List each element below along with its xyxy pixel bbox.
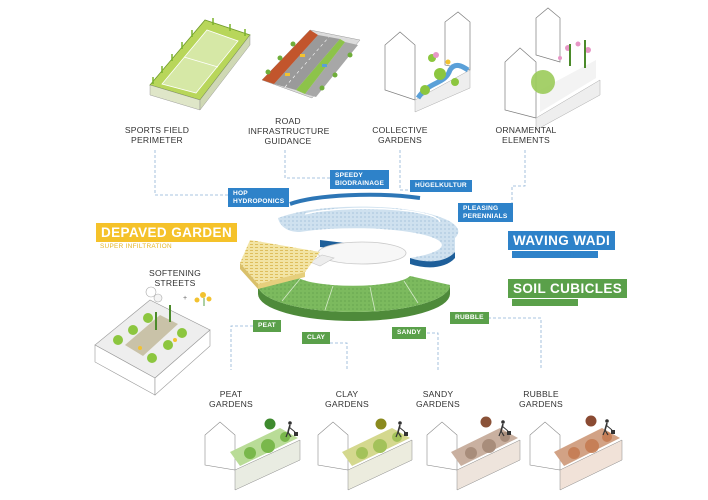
gardener-icons xyxy=(285,419,615,438)
depaved-garden-wedge xyxy=(240,240,320,289)
tag-hugelkultur: HÜGELKULTUR xyxy=(410,180,472,192)
tag-peat: PEAT xyxy=(253,320,281,332)
title-soil-cubicles: SOIL CUBICLES xyxy=(508,279,628,298)
peat-soil-dot xyxy=(264,418,276,430)
subtitle-rotterdam-soils: ROTTERDAM SOILS xyxy=(512,299,578,306)
tag-clay: CLAY xyxy=(302,332,331,344)
connector-collective xyxy=(399,150,410,191)
subtitle-super-infiltration: SUPER INFILTRATION xyxy=(100,243,172,250)
svg-text:+: + xyxy=(183,295,187,302)
connector-ornamental xyxy=(511,150,526,203)
ornamental-elements-illustration xyxy=(504,7,601,131)
subtitle-capillary-infiltration: CAPILLARY INFILTRATION xyxy=(512,251,599,258)
flower-icons: + xyxy=(145,286,212,306)
rubble-soil-dot xyxy=(585,415,597,427)
soil-sample-icons xyxy=(264,415,597,430)
dashed-connectors xyxy=(154,150,542,370)
central-disc xyxy=(309,241,407,267)
connector-road xyxy=(284,150,330,179)
clay-soil-dot xyxy=(375,418,387,430)
tag-sandy: SANDY xyxy=(392,327,427,339)
connector-clay xyxy=(330,342,348,370)
soil-cubicles-ring xyxy=(258,276,450,321)
gardener-icon xyxy=(395,421,408,438)
peat-gardens-illustration xyxy=(204,421,301,491)
softening-streets-illustration xyxy=(94,299,211,396)
gardener-icon xyxy=(285,421,298,438)
gardener-icon xyxy=(602,419,615,436)
gardener-icon xyxy=(498,420,511,437)
connector-peat xyxy=(230,325,253,370)
sandy-soil-dot xyxy=(480,416,492,428)
connector-sports xyxy=(154,150,228,196)
sports-field-illustration xyxy=(149,18,251,111)
road-illustration xyxy=(261,29,361,99)
tag-rubble: RUBBLE xyxy=(450,312,489,324)
collective-gardens-illustration xyxy=(384,11,471,113)
rubble-gardens-illustration xyxy=(529,421,623,491)
title-depaved-garden: DEPAVED GARDEN xyxy=(96,223,238,242)
connector-sandy xyxy=(422,332,439,370)
sandy-gardens-illustration xyxy=(426,421,521,491)
title-waving-wadi: WAVING WADI xyxy=(508,231,616,250)
connector-rubble xyxy=(453,317,542,370)
